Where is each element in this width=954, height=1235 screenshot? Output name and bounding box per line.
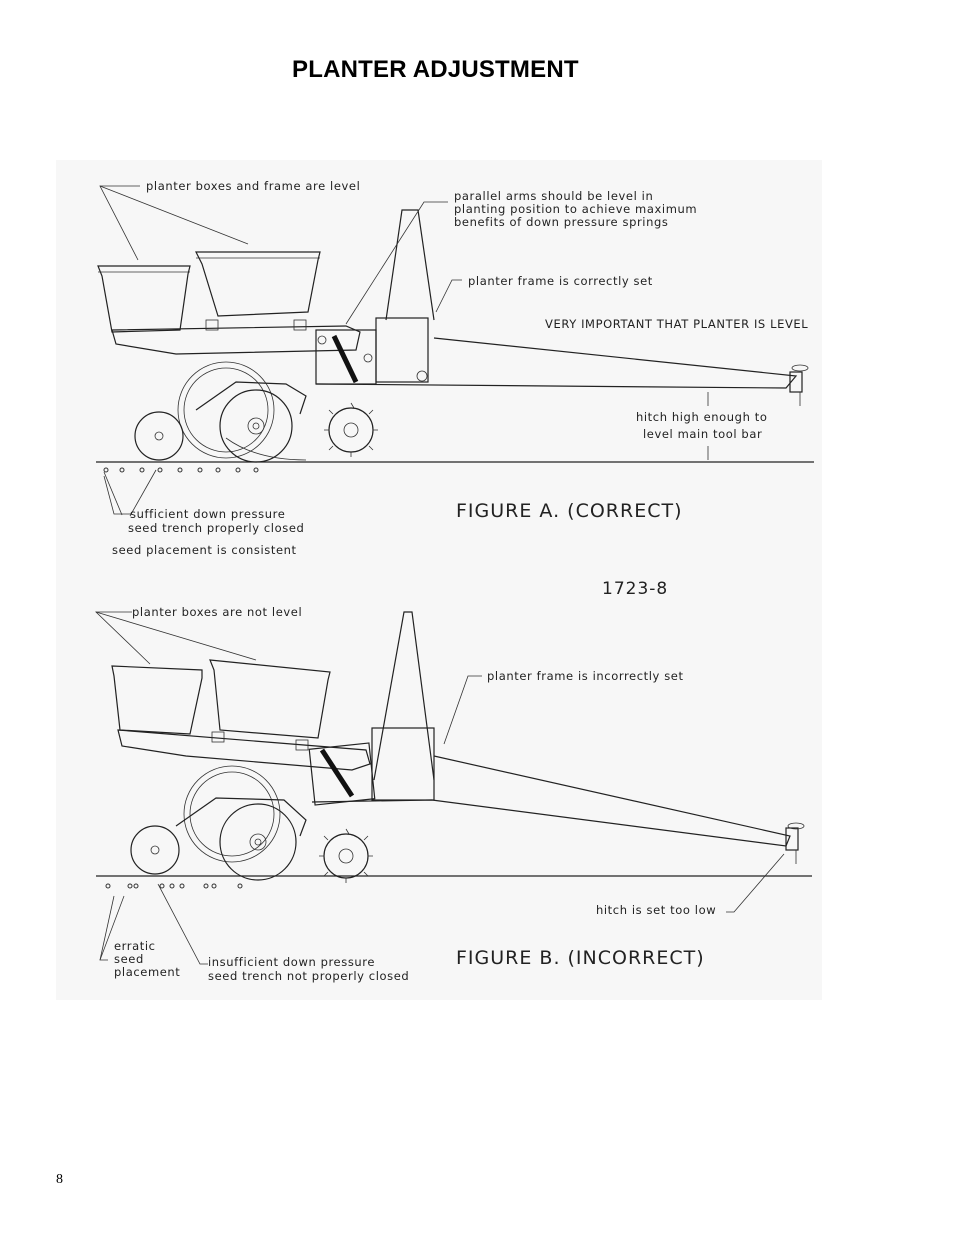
label-arms-line-3: benefits of down pressure springs [454,215,669,229]
figure-b-caption: FIGURE B. (INCORRECT) [456,947,705,969]
figure-a-mast [385,209,435,321]
label-erratic-line-2: seed [114,952,144,966]
figure-b-gauge-wheel-icon [130,825,180,875]
figure-b-drive-wheel-icon [183,765,281,863]
label-frame-incorrectly-set: planter frame is incorrectly set [487,669,684,683]
label-erratic-line-1: erratic [114,939,156,953]
label-pressure-line-2: seed trench properly closed [128,521,304,535]
figure-a-leader-frame [435,279,462,313]
part-number: 1723-8 [602,579,668,599]
figure-a-press-wheel-icon [219,389,293,463]
label-boxes-not-level: planter boxes are not level [132,605,302,619]
page-number: 8 [56,1172,63,1187]
planter-adjustment-figure: planter boxes and frame are level parall… [56,160,822,1000]
figure-b-leader-frame [443,675,482,745]
figure-a-leader-arms [345,201,448,325]
figure-b-leader-insufficient [157,883,208,965]
figure-b-planter-frame [117,729,371,771]
label-insufficient-line-2: seed trench not properly closed [208,969,409,983]
label-hitch-line-2: level main tool bar [643,427,762,441]
figure-a-drawing: planter boxes and frame are level parall… [96,179,814,557]
figure-a-gauge-wheel-icon [134,411,184,461]
figure-a-closing-wheel-icon [324,402,378,457]
label-erratic-line-3: placement [114,965,180,979]
label-boxes-level: planter boxes and frame are level [146,179,360,193]
figure-b-main-tool-bar [311,755,791,847]
figure-a-main-tool-bar [315,337,798,389]
figure-a-tool-bar [375,317,429,383]
label-hitch-line-1: hitch high enough to [636,410,767,424]
figure-a-leader-pressure [129,469,157,517]
label-pressure-line-1: sufficient down pressure [130,507,285,521]
figure-a-seed-box-left [97,265,191,333]
figure-b-mast [373,611,435,781]
figure-a-planter-frame [111,325,361,355]
figure-a-seed-box-right [195,251,321,317]
figure-b-closing-wheel-icon [319,828,373,883]
figure-a-leader-boxes [99,185,140,261]
figure-b-press-wheel-icon [219,803,297,881]
figure-b-parallel-arms [308,742,376,806]
label-frame-correctly-set: planter frame is correctly set [468,274,653,288]
label-seed-placement: seed placement is consistent [112,543,297,557]
figure-b-down-pressure-spring [319,748,355,798]
figure-a-down-pressure-spring [331,334,359,384]
figure-b-leader-hitch [726,853,785,913]
figure-b-seed-box-right [209,659,331,739]
figure-b-hitch-icon [785,822,805,864]
figure-a-leader-placement [103,475,132,515]
label-insufficient-line-1: insufficient down pressure [208,955,375,969]
figure-a-seed-dots [103,467,259,473]
figure-a-drive-wheel-icon [177,361,275,459]
figure-b-seed-box-left [111,665,203,735]
label-very-important: VERY IMPORTANT THAT PLANTER IS LEVEL [545,317,808,331]
figure-drawing: planter boxes and frame are level parall… [95,179,814,983]
label-hitch-too-low: hitch is set too low [596,903,716,917]
figure-a-hitch-icon [789,364,809,406]
label-arms-line-2: planting position to achieve maximum [454,202,697,216]
label-arms-line-1: parallel arms should be level in [454,189,653,203]
figure-a-caption: FIGURE A. (CORRECT) [456,500,682,522]
figure-b-seed-dots [105,883,243,889]
figure-b-drawing: planter boxes are not level planter fram… [95,605,812,983]
page-title: PLANTER ADJUSTMENT [292,56,579,83]
